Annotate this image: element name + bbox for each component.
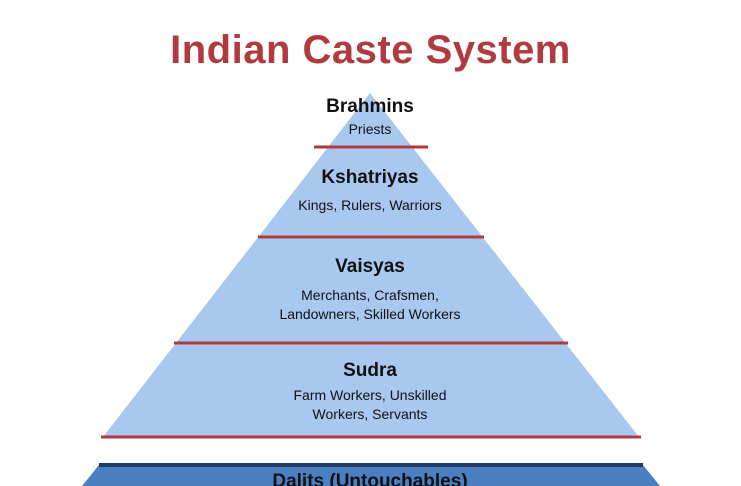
tier-brahmins-description: Priests — [348, 121, 392, 137]
tier-dalits-name: Dalits (Untouchables) — [272, 471, 468, 486]
tier-brahmins-name: Brahmins — [326, 96, 414, 117]
pyramid-body — [103, 93, 639, 437]
tier-vaisyas-description: Merchants, Crafsmen, Landowners, Skilled… — [279, 287, 461, 322]
tier-sudra: Sudra Farm Workers, Unskilled Workers, S… — [200, 360, 540, 424]
tier-brahmins: Brahmins Priests — [270, 96, 470, 139]
dalits-band — [82, 465, 660, 486]
tier-sudra-description: Farm Workers, Unskilled Workers, Servant… — [293, 387, 447, 422]
tier-dalits: Dalits (Untouchables) — [170, 471, 570, 486]
tier-vaisyas-name: Vaisyas — [335, 256, 405, 277]
tier-kshatriyas: Kshatriyas Kings, Rulers, Warriors — [220, 167, 520, 215]
tier-kshatriyas-description: Kings, Rulers, Warriors — [298, 197, 442, 213]
tier-vaisyas: Vaisyas Merchants, Crafsmen, Landowners,… — [200, 256, 540, 324]
page-title: Indian Caste System — [170, 28, 571, 72]
tier-sudra-name: Sudra — [343, 360, 397, 381]
tier-kshatriyas-name: Kshatriyas — [321, 167, 419, 188]
